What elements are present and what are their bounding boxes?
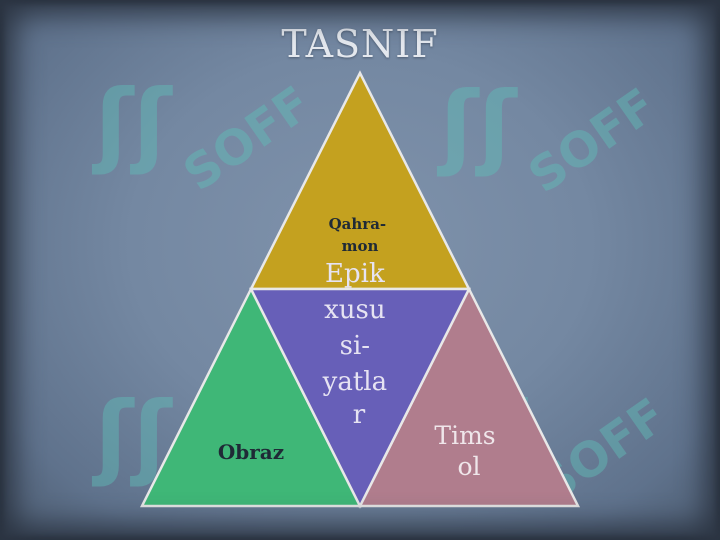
- segment-middle: [248, 287, 472, 509]
- label-left: Obraz: [218, 440, 284, 464]
- segment-top: [248, 70, 472, 291]
- label-middle: Epik xusu si- yatla r: [322, 259, 396, 430]
- label-top: Qahra- mon: [329, 215, 392, 255]
- label-right: Tims ol: [434, 421, 503, 481]
- slide-title: TASNIF: [281, 22, 439, 66]
